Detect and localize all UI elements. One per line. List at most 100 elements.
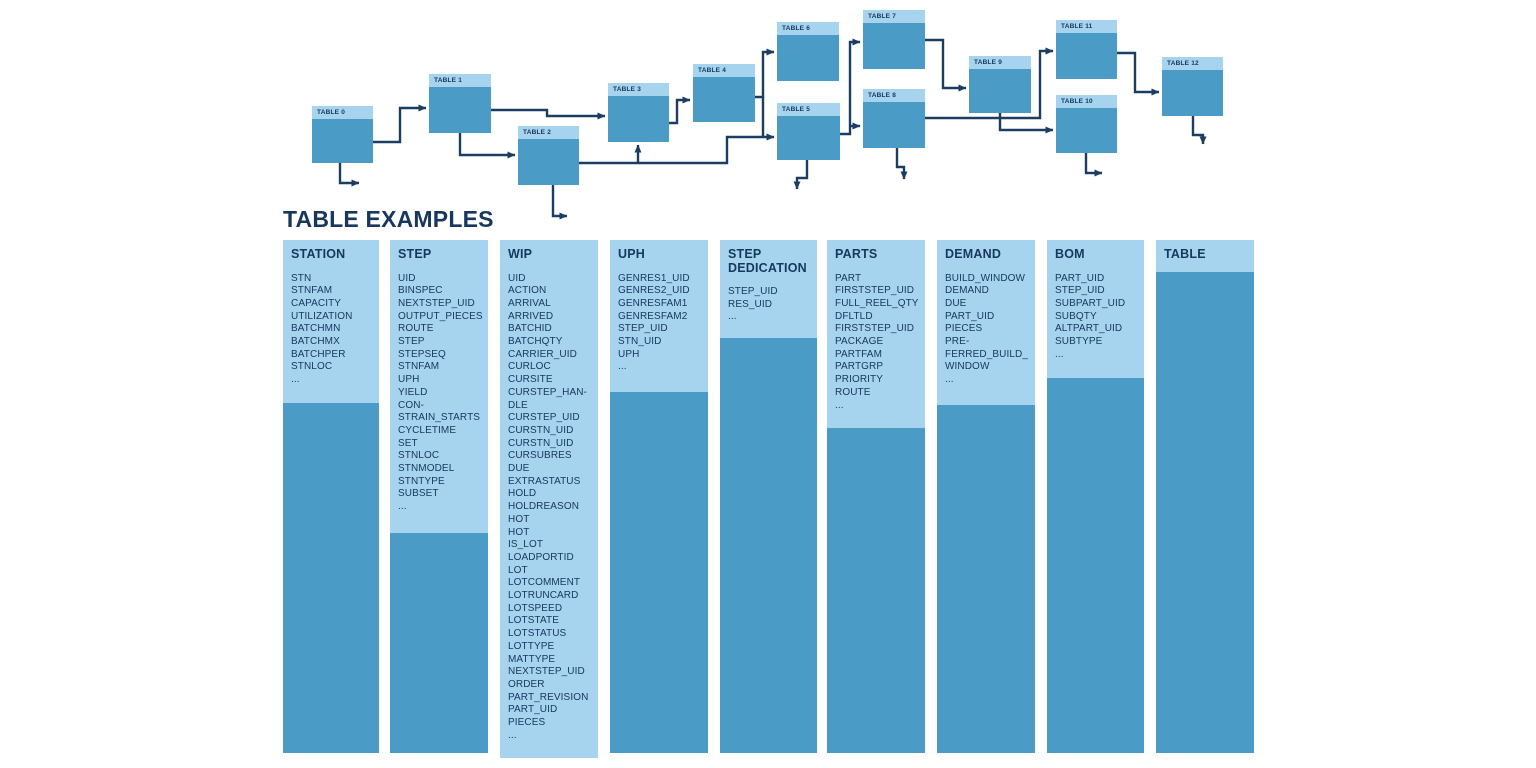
field-row: CURSTN_UID	[508, 424, 574, 436]
diagram-table-label: TABLE 2	[523, 129, 552, 136]
connector-t0-t1	[373, 104, 427, 144]
diagram-table-node: TABLE 0	[312, 106, 373, 163]
field-row: STRAIN_STARTS	[398, 412, 481, 424]
field-row: IS_LOT	[508, 539, 544, 551]
diagram-table-header: TABLE 11	[1056, 20, 1117, 33]
diagram-table-label: TABLE 7	[868, 13, 897, 20]
field-row: STNMODEL	[398, 463, 455, 475]
field-row: PRIORITY	[835, 374, 884, 386]
field-row: LOTRUNCARD	[508, 590, 579, 602]
field-row: PRE-	[945, 336, 970, 348]
example-table-name: STEP DEDICATION	[728, 247, 807, 275]
diagram-table-node: TABLE 5	[777, 103, 840, 160]
field-row: ...	[1055, 348, 1064, 360]
field-row: BINSPEC	[398, 285, 443, 297]
diagram-table-label: TABLE 11	[1061, 23, 1093, 30]
field-row: ...	[291, 374, 300, 386]
field-row: CAPACITY	[291, 297, 342, 309]
field-row: GENRESFAM1	[618, 297, 688, 309]
field-row: CURSUBRES	[508, 450, 572, 462]
field-row: LOTSPEED	[508, 602, 563, 614]
field-row: OUTPUT_PIECES	[398, 310, 483, 322]
diagram-table-node: TABLE 12	[1162, 57, 1223, 116]
field-row: FERRED_BUILD_	[945, 348, 1028, 360]
diagram-table-node: TABLE 8	[863, 89, 925, 148]
field-row: DEMAND	[945, 285, 989, 297]
connector-t11-t12	[1117, 51, 1160, 96]
field-row: STEP_UID	[618, 323, 668, 335]
field-row: STNFAM	[398, 361, 440, 373]
field-row: NEXTSTEP_UID	[508, 666, 585, 678]
diagram-table-header: TABLE 7	[863, 10, 925, 23]
example-table-name: STATION	[291, 247, 346, 261]
field-row: LOTCOMMENT	[508, 577, 581, 589]
connector-t2-out	[551, 185, 568, 220]
field-row: ARRIVED	[508, 310, 554, 322]
field-row: YIELD	[398, 386, 428, 398]
example-table-schema: TABLE	[1156, 240, 1254, 272]
field-row: ORDER	[508, 679, 545, 690]
diagram-table-node: TABLE 3	[608, 83, 669, 142]
field-row: STEP_UID	[1055, 285, 1105, 297]
example-table-name: UPH	[618, 247, 645, 261]
field-row: LOT	[508, 564, 528, 576]
field-row: FIRSTSTEP_UID	[835, 323, 915, 335]
field-row: DUE	[508, 463, 530, 475]
diagram-table-label: TABLE 3	[613, 86, 642, 93]
field-row: PART	[835, 272, 862, 284]
diagram-table-header: TABLE 0	[312, 106, 373, 119]
field-row: FULL_REEL_QTY	[835, 297, 919, 309]
field-row: PART_UID	[945, 310, 995, 322]
field-row: STNLOC	[398, 450, 440, 462]
connector-t10-out	[1084, 153, 1103, 177]
field-row: CON-	[398, 399, 424, 411]
field-row: SET	[398, 437, 418, 449]
diagram-table-header: TABLE 4	[693, 64, 755, 77]
field-row: UPH	[618, 348, 640, 360]
connector-t0-out	[338, 163, 360, 187]
diagram-table-label: TABLE 9	[974, 59, 1003, 66]
field-row: SUBSET	[398, 488, 439, 500]
field-row: CURSTN_UID	[508, 437, 574, 449]
connector-t4-t6	[755, 48, 775, 99]
diagram-table-label: TABLE 5	[782, 106, 811, 113]
field-row: UID	[398, 272, 416, 284]
field-row: UTILIZATION	[291, 310, 353, 322]
field-row: CURSITE	[508, 374, 553, 386]
field-row: SUBTYPE	[1055, 336, 1103, 348]
diagram-table-header: TABLE 10	[1056, 95, 1117, 108]
field-row: STEP	[398, 336, 425, 348]
field-row: ...	[728, 311, 737, 323]
connector-t8-t11	[925, 47, 1054, 120]
connector-t12-out	[1191, 116, 1207, 145]
diagram-table-label: TABLE 0	[317, 109, 346, 116]
connector-t5-t7	[840, 38, 861, 136]
field-row: ...	[945, 374, 954, 386]
field-row: DFLTLD	[835, 310, 873, 322]
field-row: STN_UID	[618, 336, 662, 348]
field-row: BATCHMX	[291, 336, 340, 348]
field-row: BUILD_WINDOW	[945, 272, 1026, 284]
example-table-name: PARTS	[835, 247, 878, 261]
field-row: HOT	[508, 526, 530, 538]
diagram-table-node: TABLE 1	[429, 74, 491, 133]
connector-t5-out	[793, 160, 809, 190]
diagram-table-label: TABLE 12	[1167, 60, 1199, 67]
diagram-table-header: TABLE 5	[777, 103, 840, 116]
